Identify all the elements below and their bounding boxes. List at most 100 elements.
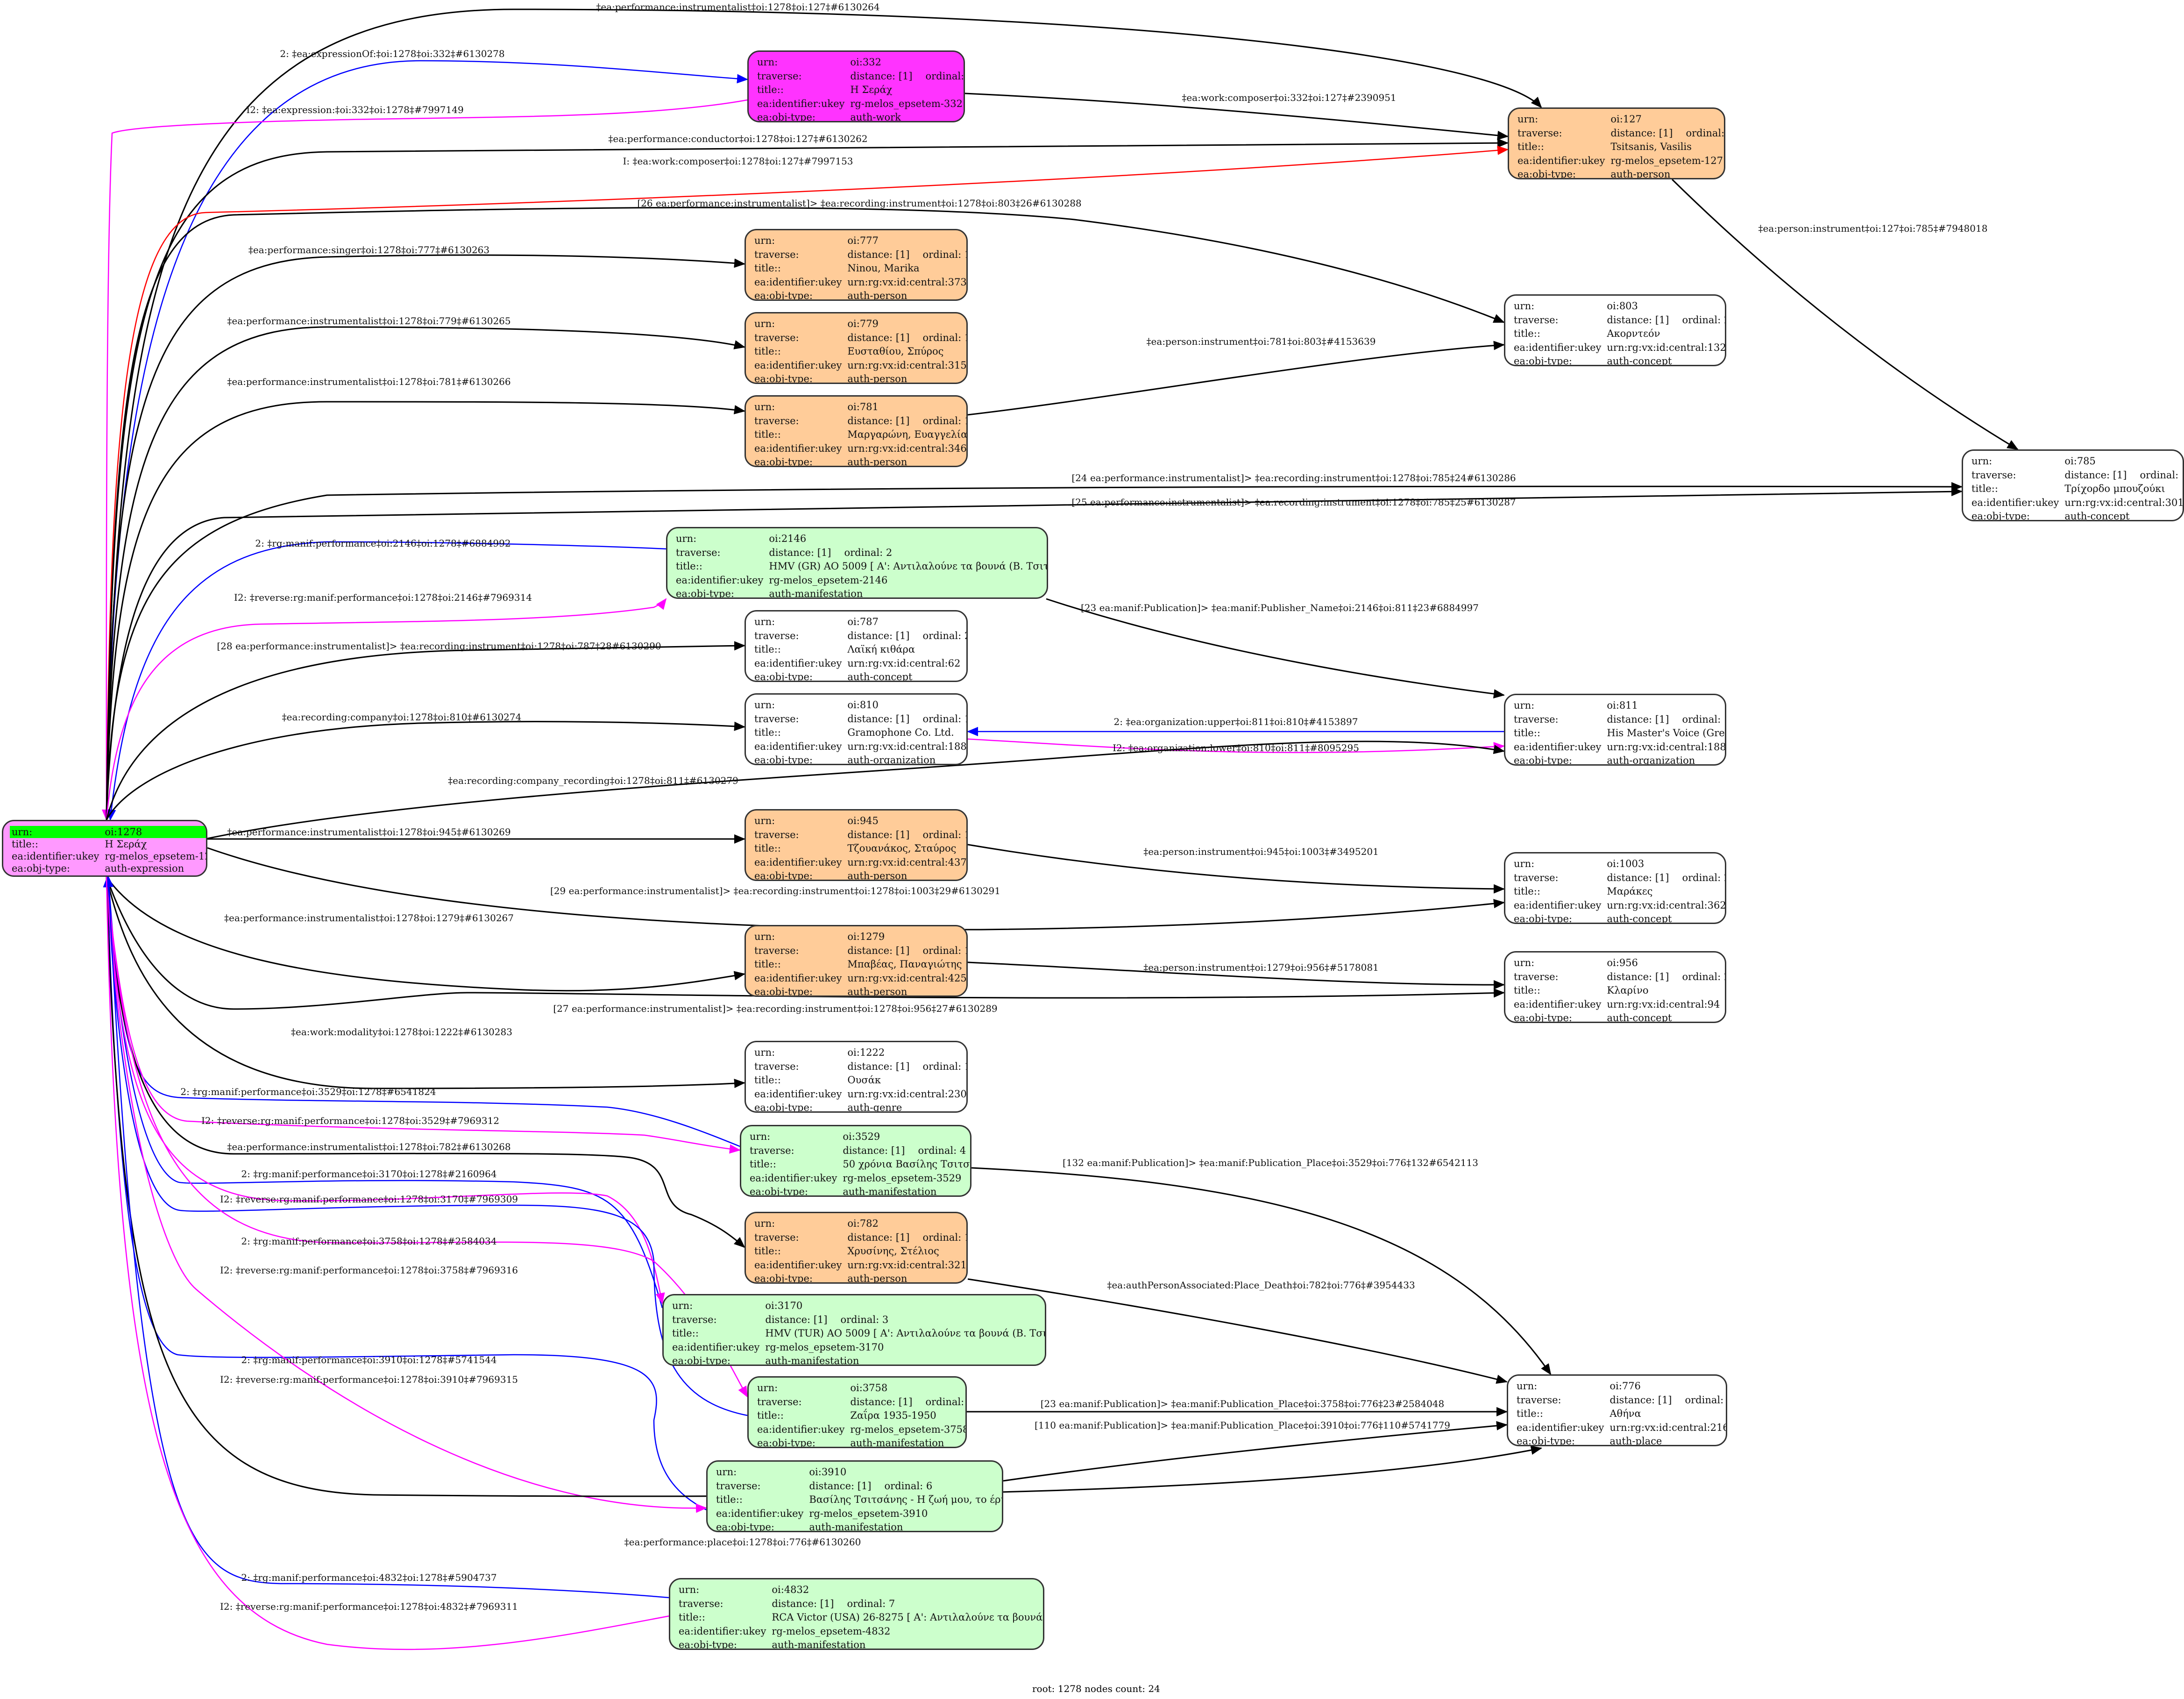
node-field-urn: urn:oi:776 [1515,1379,1726,1393]
ordinal-value: ordinal: 1 [925,70,964,82]
node-field-urn: urn:oi:956 [1512,956,1725,970]
field-key: ea:identifier:ukey [750,1172,837,1184]
field-value: Ουσάκ [847,1074,881,1086]
field-value: auth-person [847,290,908,301]
edge-label: I2: ‡reverse:rg:manif:performance‡oi:127… [234,592,532,603]
field-value: urn:rg:vx:id:central:3627 [1607,899,1726,911]
distance-value: distance: [1] [1610,127,1673,139]
node-field-traverse: traverse:distance: [1]ordinal: 6 [714,1479,1002,1493]
field-key: traverse: [1514,872,1559,883]
node-field-traverse: traverse:distance: [1]ordinal: 15 [752,414,966,428]
edge-label: 2: ‡rg:manif:performance‡oi:3529‡oi:1278… [180,1086,436,1097]
field-key: title:: [757,84,784,95]
ordinal-value: ordinal: 14 [922,332,967,343]
node-field-traverse: traverse:distance: [1]ordinal: 21 [1512,970,1725,984]
field-key: traverse: [757,70,802,82]
field-value: urn:rg:vx:id:central:132 [1607,341,1726,353]
edge-label: ‡ea:performance:instrumentalist‡oi:1278‡… [596,1,880,13]
field-key: traverse: [1517,1394,1561,1406]
edge-label: I2: ‡reverse:rg:manif:performance‡oi:127… [220,1265,518,1276]
edge-n1278-n127 [106,8,1542,820]
node-field-urn: urn:oi:1278 [10,826,206,838]
field-value: urn:rg:vx:id:central:437 [847,856,967,868]
edge-n1279-n956 [967,961,1505,990]
field-key: ea:identifier:ukey [1514,899,1602,911]
edge-n1278-n787 [106,641,745,820]
node-field-traverse: traverse:distance: [1]ordinal: 17 [752,1231,966,1245]
field-key: title:: [1517,141,1544,152]
ordinal-value: ordinal: 12 [922,1060,967,1072]
edge-n1278-n781 [106,401,745,820]
field-key: ea:obj-type: [1514,755,1572,766]
field-value: auth-manifestation [772,1639,866,1650]
field-value: oi:787 [847,616,879,627]
field-value: urn:rg:vx:id:central:373 [847,276,967,288]
field-value: Tsitsanis, Vasilis [1610,141,1692,152]
field-value: His Master's Voice (Greece) [1607,727,1725,739]
field-value: distance: [1]ordinal: 18 [845,828,966,842]
field-key: traverse: [754,1060,799,1072]
edge-n810-n811 [967,738,1505,754]
field-key: title:: [754,644,781,655]
field-key: ea:obj-type: [754,290,813,301]
edge-label: ‡ea:recording:company‡oi:1278‡oi:810‡#61… [282,711,522,723]
node-field-urn: urn:oi:127 [1516,113,1724,127]
field-key: title:: [12,839,38,850]
edge-label: ‡ea:person:instrument‡oi:1279‡oi:956‡#51… [1143,962,1379,973]
distance-value: distance: [1] [847,713,910,725]
edge-n1278-n810 [106,721,745,820]
ordinal-value: ordinal: 6 [884,1480,933,1492]
edge-label: [23 ea:manif:Publication]> ‡ea:manif:Pub… [1040,1398,1445,1409]
field-key: ea:obj-type: [754,1102,813,1113]
edge-label: ‡ea:recording:company_recording‡oi:1278‡… [448,775,738,786]
field-value: distance: [1]ordinal: 13 [845,248,966,262]
field-value: distance: [1]ordinal: 20 [1605,313,1725,327]
field-value: auth-concept [847,671,913,682]
field-key: traverse: [1514,314,1559,326]
node-field-title: title::HMV (GR) AO 5009 [ A': Αντιλαλούν… [674,560,1047,574]
distance-value: distance: [1] [847,249,910,260]
field-value: distance: [1]ordinal: 10 [845,712,966,726]
field-value: Τζουανάκος, Σταύρος [847,843,957,854]
edge-label: [132 ea:manif:Publication]> ‡ea:manif:Pu… [1063,1157,1478,1168]
field-key: urn: [1517,1380,1538,1392]
node-field-type: ea:obj-type:auth-manifestation [677,1638,1043,1650]
distance-value: distance: [1] [847,630,910,641]
field-key: traverse: [1971,469,2016,481]
node-field-type: ea:obj-type:auth-concept [1512,912,1725,923]
edge-label: [23 ea:manif:Publication]> ‡ea:manif:Pub… [1081,602,1479,613]
field-key: traverse: [672,1314,717,1325]
ordinal-value: ordinal: 4 [918,1145,966,1156]
edge-n3529-n776 [971,1167,1552,1375]
field-key: traverse: [1517,127,1562,139]
node-field-type: ea:obj-type:auth-genre [752,1101,966,1113]
